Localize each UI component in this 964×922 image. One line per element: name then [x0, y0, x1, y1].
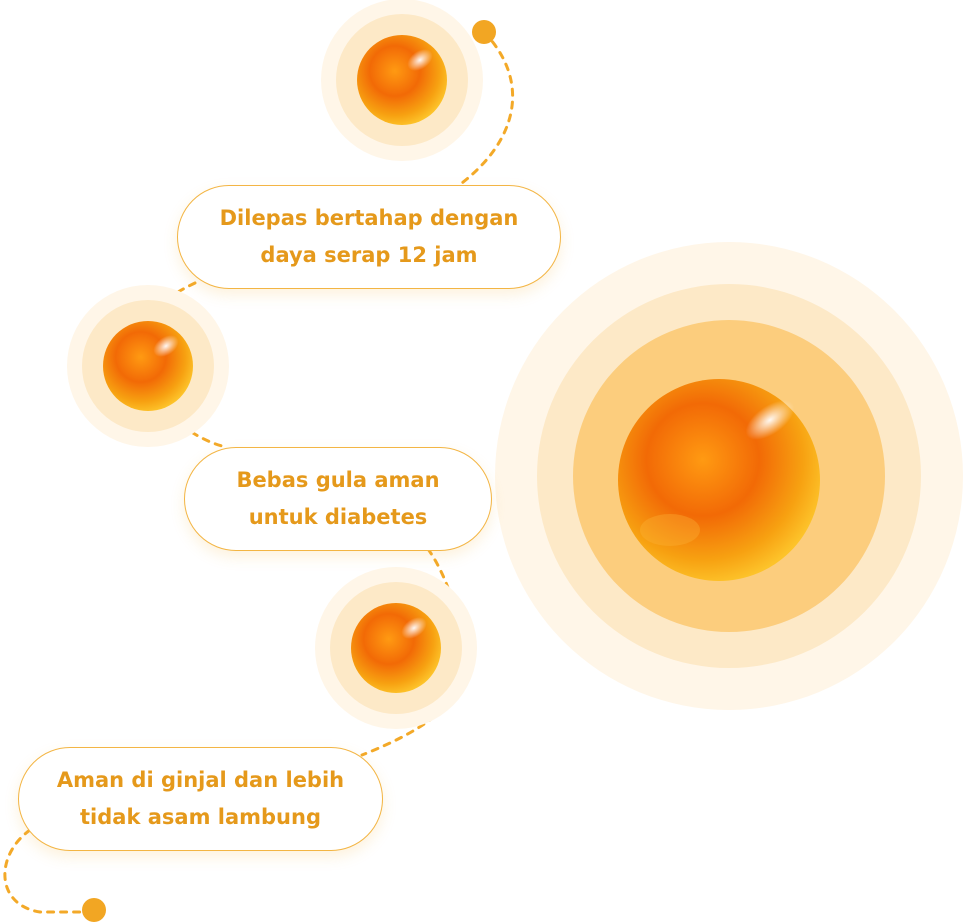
path-dot-icon [82, 898, 106, 922]
benefit-text-line: Aman di ginjal dan lebih [56, 768, 345, 792]
benefit-card-absorption: Dilepas bertahap dengan daya serap 12 ja… [177, 185, 561, 289]
orange-orb-icon [315, 567, 477, 729]
benefit-text-line: Bebas gula aman [236, 468, 440, 492]
orange-orb-icon [321, 0, 483, 161]
benefit-text-line: untuk diabetes [248, 505, 428, 529]
benefit-text-line: daya serap 12 jam [260, 243, 478, 267]
benefit-text-line: tidak asam lambung [80, 805, 321, 829]
benefit-card-kidney-safe: Aman di ginjal dan lebih tidak asam lamb… [18, 747, 383, 851]
large-orange-orb-icon [495, 242, 963, 710]
benefit-text-line: Dilepas bertahap dengan [219, 206, 519, 230]
benefit-card-sugar-free: Bebas gula aman untuk diabetes [184, 447, 492, 551]
orange-orb-icon [67, 285, 229, 447]
path-dot-icon [472, 20, 496, 44]
